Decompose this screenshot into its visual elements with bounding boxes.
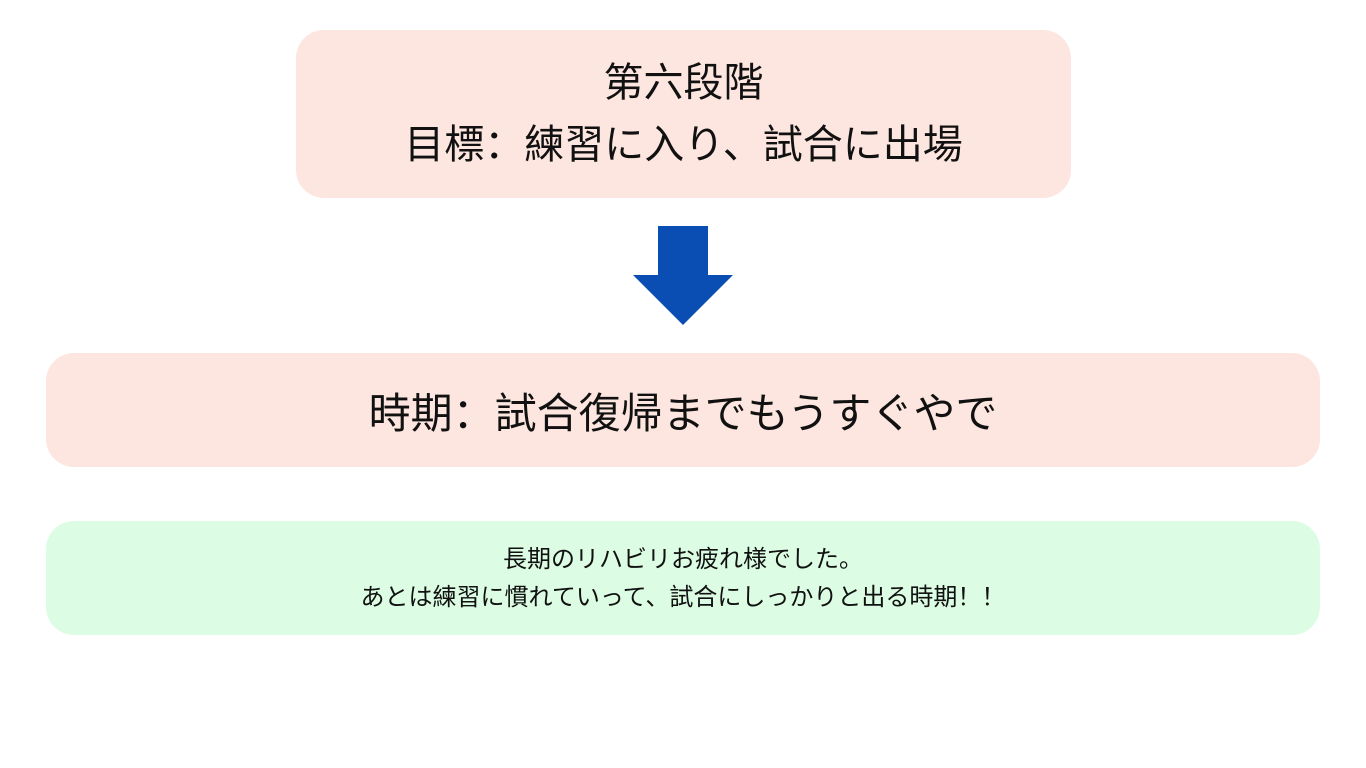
stage-goal: 目標：練習に入り、試合に出場 — [404, 122, 963, 168]
stage-title: 第六段階 — [603, 60, 764, 106]
note-line-1: 長期のリハビリお疲れ様でした。 — [503, 545, 863, 573]
down-arrow-icon — [633, 226, 733, 325]
period-text: 時期：試合復帰までもうすぐやで — [368, 388, 998, 438]
period-box: 時期：試合復帰までもうすぐやで — [46, 353, 1320, 467]
note-line-2: あとは練習に慣れていって、試合にしっかりと出る時期！！ — [360, 583, 1006, 611]
stage-box: 第六段階 目標：練習に入り、試合に出場 — [296, 30, 1071, 198]
note-box: 長期のリハビリお疲れ様でした。 あとは練習に慣れていって、試合にしっかりと出る時… — [46, 521, 1320, 635]
